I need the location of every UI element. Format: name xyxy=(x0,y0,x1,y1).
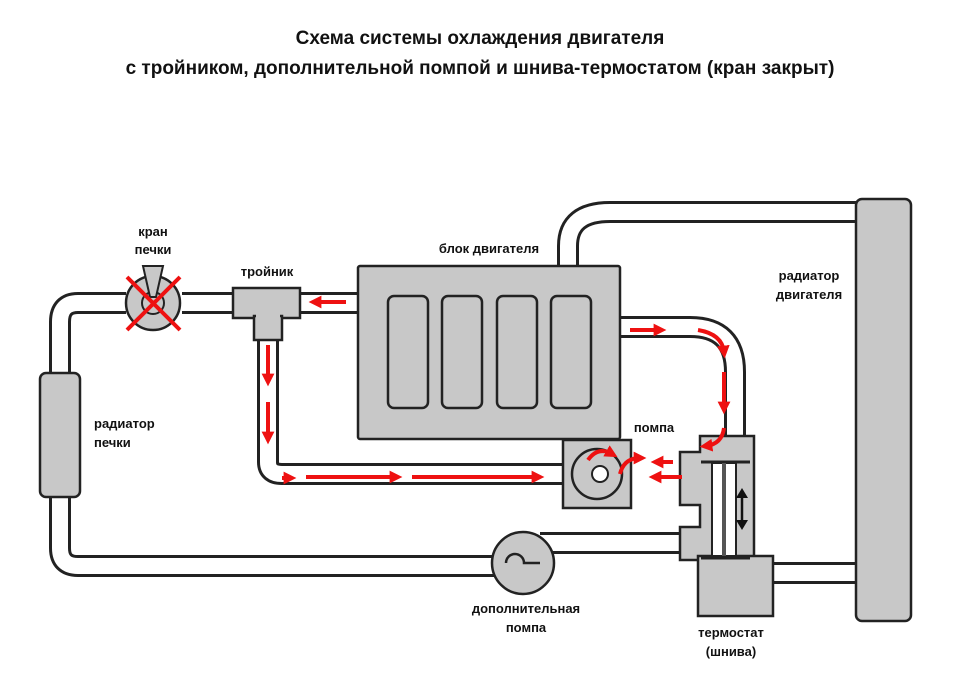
label-heater-valve-2: печки xyxy=(135,242,172,257)
label-thermostat-2: (шнива) xyxy=(706,644,756,659)
engine-block xyxy=(356,264,622,441)
pipe-valve-to-heater xyxy=(49,292,126,375)
pipe-heater-to-aux xyxy=(49,495,528,577)
diagram-title-line-1: Схема системы охлаждения двигателя xyxy=(295,28,665,49)
flow-arrow xyxy=(697,328,730,359)
cylinder-2 xyxy=(440,294,484,410)
label-tee: тройник xyxy=(241,264,294,279)
flow-arrow xyxy=(586,445,618,462)
tee-fitting xyxy=(231,286,302,342)
cylinder-3 xyxy=(495,294,539,410)
label-engine-block: блок двигателя xyxy=(439,241,539,256)
component-labels: кран печки тройник блок двигателя радиат… xyxy=(94,224,842,659)
label-heater-radiator-1: радиатор xyxy=(94,416,155,431)
flow-arrow xyxy=(699,427,726,452)
label-engine-radiator-1: радиатор xyxy=(779,268,840,283)
diagram-title-line-2: с тройником, дополнительной помпой и шни… xyxy=(125,58,835,79)
cylinder-1 xyxy=(386,294,430,410)
thermostat-housing xyxy=(678,434,775,618)
label-pump: помпа xyxy=(634,420,675,435)
flow-arrow xyxy=(618,451,647,475)
label-heater-valve-1: кран xyxy=(138,224,168,239)
label-heater-radiator-2: печки xyxy=(94,435,131,450)
label-aux-pump-1: дополнительная xyxy=(472,601,580,616)
label-thermostat-1: термостат xyxy=(698,625,764,640)
label-aux-pump-2: помпа xyxy=(506,620,547,635)
water-pump xyxy=(561,438,633,510)
aux-pump xyxy=(490,530,556,596)
cylinder-4 xyxy=(549,294,593,410)
label-engine-radiator-2: двигателя xyxy=(776,287,842,302)
coolant-flow-arrows xyxy=(261,295,731,485)
heater-radiator xyxy=(38,371,82,499)
engine-radiator xyxy=(854,197,913,623)
heater-valve xyxy=(124,265,182,332)
